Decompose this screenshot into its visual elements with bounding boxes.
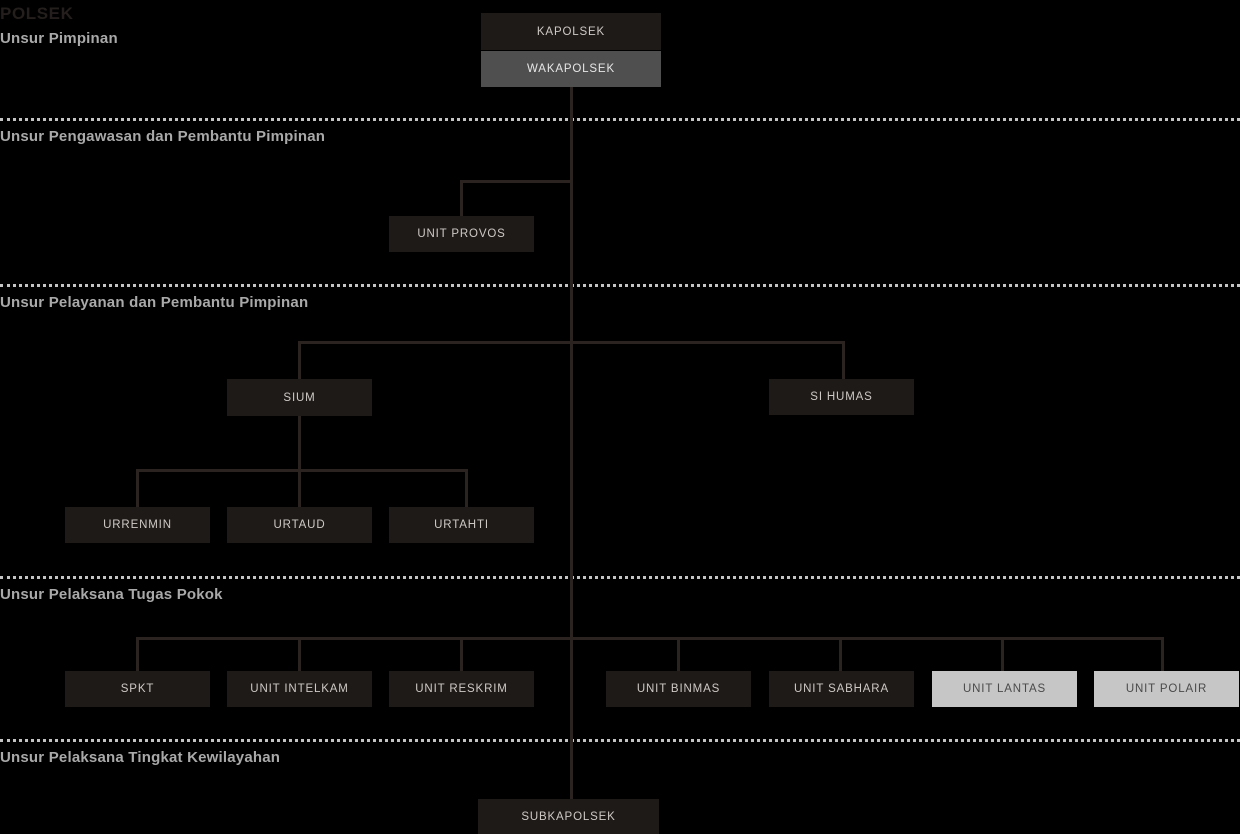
connector-urtaud-drop	[298, 469, 301, 509]
node-unit-reskrim[interactable]: UNIT RESKRIM	[389, 671, 534, 707]
section-label-unsur-pelayanan: Unsur Pelayanan dan Pembantu Pimpinan	[0, 294, 309, 311]
node-spkt[interactable]: SPKT	[65, 671, 210, 707]
node-unit-polair[interactable]: UNIT POLAIR	[1094, 671, 1239, 707]
connector-main-trunk	[570, 87, 573, 639]
connector-urtahti-drop	[465, 469, 468, 509]
connector-binmas-drop	[677, 637, 680, 673]
section-label-unsur-pelaksana-kewilayahan: Unsur Pelaksana Tingkat Kewilayahan	[0, 749, 281, 766]
connector-sium-drop	[298, 341, 301, 381]
node-unit-intelkam[interactable]: UNIT INTELKAM	[227, 671, 372, 707]
node-unit-binmas[interactable]: UNIT BINMAS	[606, 671, 751, 707]
node-sium[interactable]: SIUM	[227, 379, 372, 416]
connector-sium-children-bus	[139, 469, 467, 472]
section-label-unsur-pelaksana-tugas-pokok: Unsur Pelaksana Tugas Pokok	[0, 586, 223, 603]
section-divider-1	[0, 118, 1240, 121]
connector-polair-drop	[1161, 637, 1164, 673]
connector-lantas-drop	[1001, 637, 1004, 673]
section-divider-3	[0, 576, 1240, 579]
connector-urrenmin-drop	[136, 469, 139, 509]
node-subkapolsek[interactable]: SUBKAPOLSEK	[478, 799, 659, 834]
connector-provos-horizontal	[460, 180, 572, 183]
node-si-humas[interactable]: SI HUMAS	[769, 379, 914, 415]
node-urtaud[interactable]: URTAUD	[227, 507, 372, 543]
connector-reskrim-drop	[460, 637, 463, 673]
section-label-unsur-pengawasan: Unsur Pengawasan dan Pembantu Pimpinan	[0, 128, 326, 145]
node-unit-sabhara[interactable]: UNIT SABHARA	[769, 671, 914, 707]
node-urrenmin[interactable]: URRENMIN	[65, 507, 210, 543]
connector-sium-stem	[298, 416, 301, 469]
connector-intelkam-drop	[298, 637, 301, 673]
connector-sabhara-drop	[839, 637, 842, 673]
connector-spkt-drop	[136, 637, 139, 673]
connector-pelayanan-bus	[300, 341, 845, 344]
node-unit-lantas[interactable]: UNIT LANTAS	[932, 671, 1077, 707]
connector-provos-drop	[460, 180, 463, 218]
node-wakapolsek[interactable]: WAKAPOLSEK	[481, 51, 661, 87]
node-kapolsek[interactable]: KAPOLSEK	[481, 13, 661, 50]
section-divider-4	[0, 739, 1240, 742]
section-divider-2	[0, 284, 1240, 287]
section-label-unsur-pimpinan: Unsur Pimpinan	[0, 30, 118, 47]
node-urtahti[interactable]: URTAHTI	[389, 507, 534, 543]
connector-sihumas-drop	[842, 341, 845, 381]
connector-tugas-pokok-bus	[139, 637, 1164, 640]
connector-trunk-to-subkapolsek	[570, 639, 573, 799]
brand-title: POLSEK	[0, 4, 74, 23]
node-unit-provos[interactable]: UNIT PROVOS	[389, 216, 534, 252]
